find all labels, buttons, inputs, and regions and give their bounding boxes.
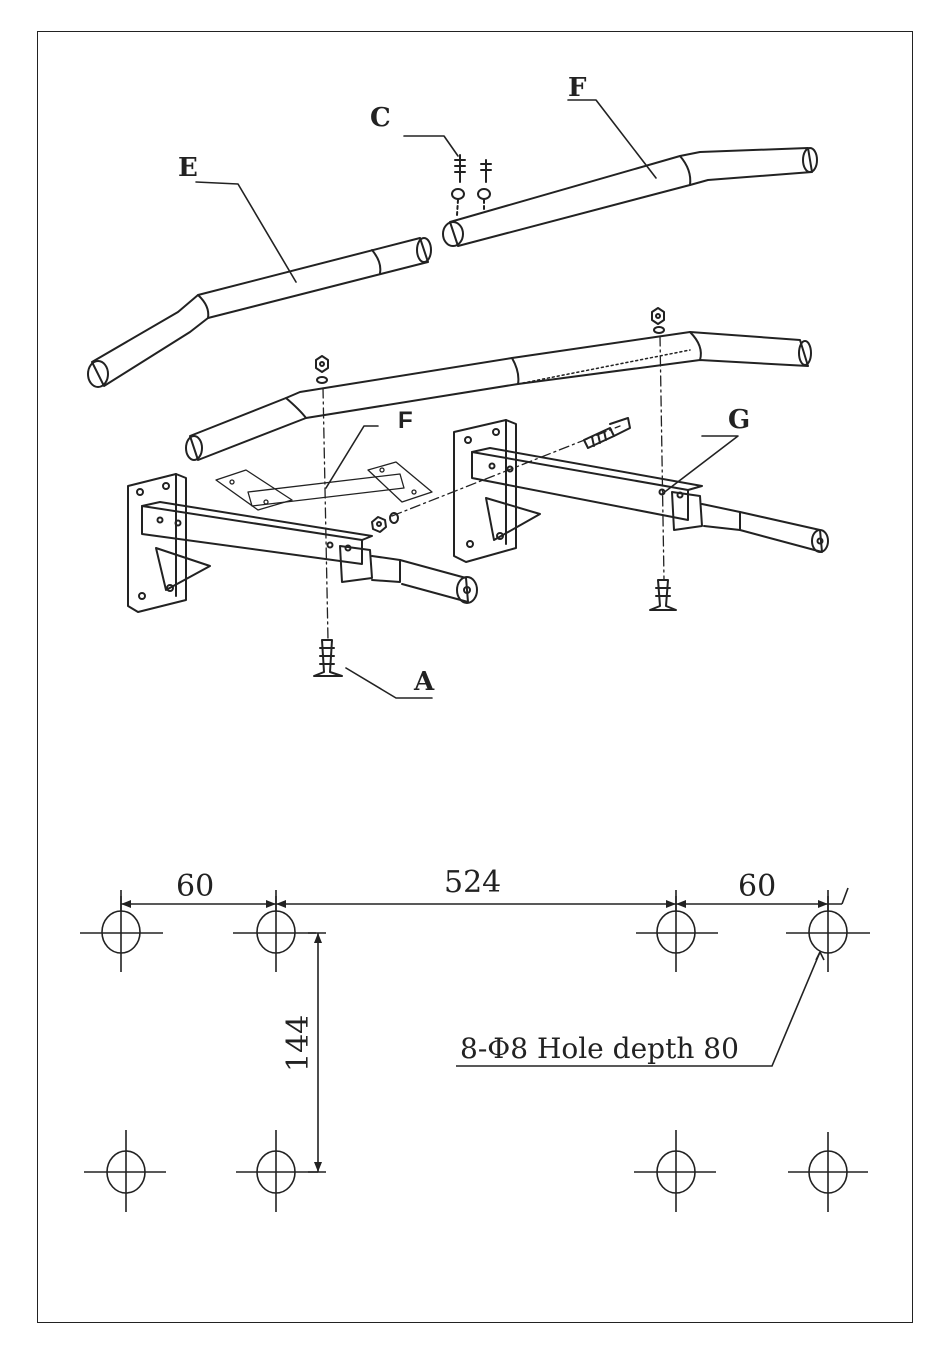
- hole-spec-note: 8-Φ8 Hole depth 80: [460, 1032, 739, 1065]
- hole-bottom-2: [236, 1130, 318, 1212]
- hole-top-2: [233, 890, 316, 972]
- bolt-part-a: [314, 580, 676, 676]
- right-wall-bracket: [454, 420, 828, 562]
- dimension-left-60: 60: [176, 869, 214, 904]
- label-f-plate: F: [398, 407, 413, 434]
- label-g: G: [728, 405, 750, 435]
- label-f-top: F: [568, 73, 587, 103]
- label-a: A: [413, 667, 435, 697]
- bolt-part-c: [452, 155, 491, 215]
- angled-bolt: [584, 418, 630, 448]
- hole-top-3: [636, 890, 718, 972]
- dimension-vertical-144: 144: [281, 1015, 316, 1072]
- assembled-bar: [186, 332, 811, 460]
- hole-bottom-1: [84, 1130, 166, 1212]
- hole-bottom-4: [788, 1132, 868, 1212]
- bar-part-f: [443, 148, 817, 246]
- dimension-center-524: 524: [444, 865, 501, 900]
- dimension-right-60: 60: [738, 869, 776, 904]
- assembly-axes: [323, 336, 664, 640]
- label-e: E: [178, 153, 198, 183]
- label-c: C: [370, 103, 391, 133]
- hole-bottom-3: [634, 1130, 716, 1212]
- bar-part-e: [88, 238, 431, 387]
